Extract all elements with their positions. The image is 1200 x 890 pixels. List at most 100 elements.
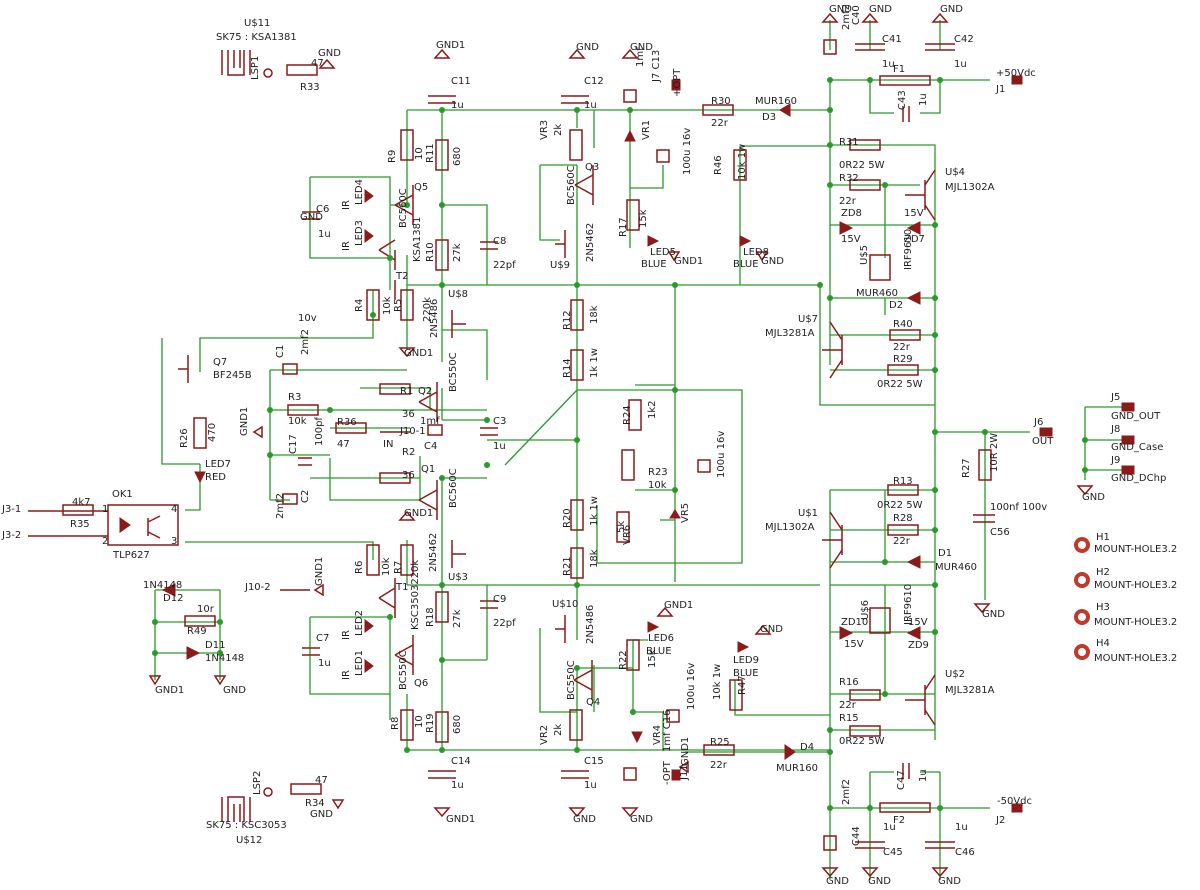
ground-label: GND: [940, 4, 963, 15]
part-label: 15V: [841, 234, 861, 245]
part-label: R16: [839, 677, 859, 688]
part-label: 10r: [197, 604, 215, 615]
part-label: 36: [402, 470, 415, 481]
part-label: 10k: [381, 557, 392, 576]
part-label: +OPT: [672, 68, 683, 97]
part-label: R26: [179, 428, 190, 448]
part-label: 2N5486: [585, 605, 596, 644]
part-label: MOUNT-HOLE3.2: [1094, 653, 1177, 664]
part-label: GND_DChp: [1111, 473, 1166, 484]
part-label: C43: [897, 90, 908, 110]
ground-label: GND: [761, 256, 784, 267]
part-label: KSA1381: [412, 217, 423, 262]
part-label: 10k: [382, 296, 393, 315]
part-label: 100nf 100v: [990, 502, 1047, 513]
part-label: J10-2: [244, 582, 271, 593]
part-label: MUR160: [776, 763, 818, 774]
part-label: ZD7: [904, 234, 925, 245]
part-label: R3: [288, 392, 301, 403]
part-label: 2N5486: [429, 299, 440, 338]
part-label: R5: [393, 299, 404, 312]
part-label: 680: [452, 715, 463, 734]
part-label: 22r: [893, 342, 911, 353]
part-label: U$4: [945, 167, 965, 178]
part-label: H2: [1096, 567, 1110, 578]
part-label: 2N5462: [428, 533, 439, 572]
part-label: D11: [205, 640, 225, 651]
part-label: 1u: [493, 441, 506, 452]
part-label: BF245B: [213, 370, 252, 381]
part-label: R9: [387, 150, 398, 163]
part-label: H1: [1096, 532, 1110, 543]
part-label: MOUNT-HOLE3.2: [1094, 544, 1177, 555]
part-label: 22r: [710, 760, 728, 771]
part-label: R11: [425, 143, 436, 163]
part-label: R20: [562, 508, 573, 528]
part-label: C3: [493, 416, 506, 427]
part-label: 15V: [908, 617, 928, 628]
part-label: ZD10: [841, 617, 868, 628]
part-label: LSP2: [252, 771, 263, 795]
part-label: 1mf C16: [662, 709, 673, 752]
part-label: LED7: [205, 459, 231, 470]
part-label: LED5: [650, 247, 676, 258]
part-label: R40: [893, 319, 913, 330]
part-label: VR2: [539, 725, 550, 745]
part-label: 0R22 5W: [877, 379, 923, 390]
part-label: U$5: [859, 245, 870, 265]
ground-label: GND1: [239, 407, 250, 436]
part-label: 10: [414, 715, 425, 728]
part-label: R13: [893, 476, 913, 487]
part-label: J8: [1110, 424, 1120, 435]
part-label: -50Vdc: [997, 796, 1032, 807]
part-label: 1k 1w: [589, 496, 600, 526]
part-label: R28: [893, 513, 913, 524]
part-label: J10-1: [399, 426, 426, 437]
part-label: TLP627: [112, 550, 150, 561]
part-label: IR: [341, 200, 352, 210]
part-label: 22pf: [493, 260, 516, 271]
part-label: 10k 1w: [712, 664, 723, 700]
part-label: 1u: [584, 100, 597, 111]
ground-label: GND: [868, 876, 891, 887]
part-label: 22r: [711, 118, 729, 129]
part-label: 0R22 5W: [839, 736, 885, 747]
ground-label: GND: [223, 685, 246, 696]
part-label: U$8: [448, 289, 468, 300]
part-label: MUR460: [935, 562, 977, 573]
part-label: LSP1: [250, 56, 261, 80]
part-label: 10k 1w: [737, 144, 748, 180]
part-label: GND_OUT: [1111, 411, 1161, 422]
part-label: 100pf: [314, 417, 325, 446]
part-label: 2mf2: [300, 329, 311, 355]
part-label: MOUNT-HOLE3.2: [1094, 617, 1177, 628]
part-label: R18: [425, 607, 436, 627]
ground-label: GND1: [674, 256, 703, 267]
part-label: OK1: [112, 489, 133, 500]
part-label: R47: [737, 675, 748, 695]
part-label: R49: [187, 626, 207, 637]
part-label: 3: [171, 536, 177, 547]
ground-label: GND1: [446, 814, 475, 825]
part-label: BLUE: [733, 668, 759, 679]
part-label: J11: [679, 764, 690, 781]
part-label: U$11: [244, 18, 270, 29]
part-label: KSC3503220k: [410, 560, 421, 630]
part-label: J3-2: [1, 530, 21, 541]
part-label: R6: [354, 561, 365, 574]
part-label: 2N5462: [585, 223, 596, 262]
part-label: IR: [341, 241, 352, 251]
part-label: LED6: [648, 633, 674, 644]
part-label: 1mf: [635, 47, 646, 67]
part-label: R19: [425, 713, 436, 733]
ground-label: GND: [300, 212, 323, 223]
part-label: R2: [402, 447, 415, 458]
ground-label: GND1: [404, 348, 433, 359]
part-label: R22: [618, 650, 629, 670]
part-label: J1: [995, 84, 1005, 95]
part-label: C1: [275, 345, 286, 358]
part-label: T2: [395, 271, 408, 282]
ground-symbols: [148, 12, 1094, 878]
part-label: 10k: [648, 480, 667, 491]
